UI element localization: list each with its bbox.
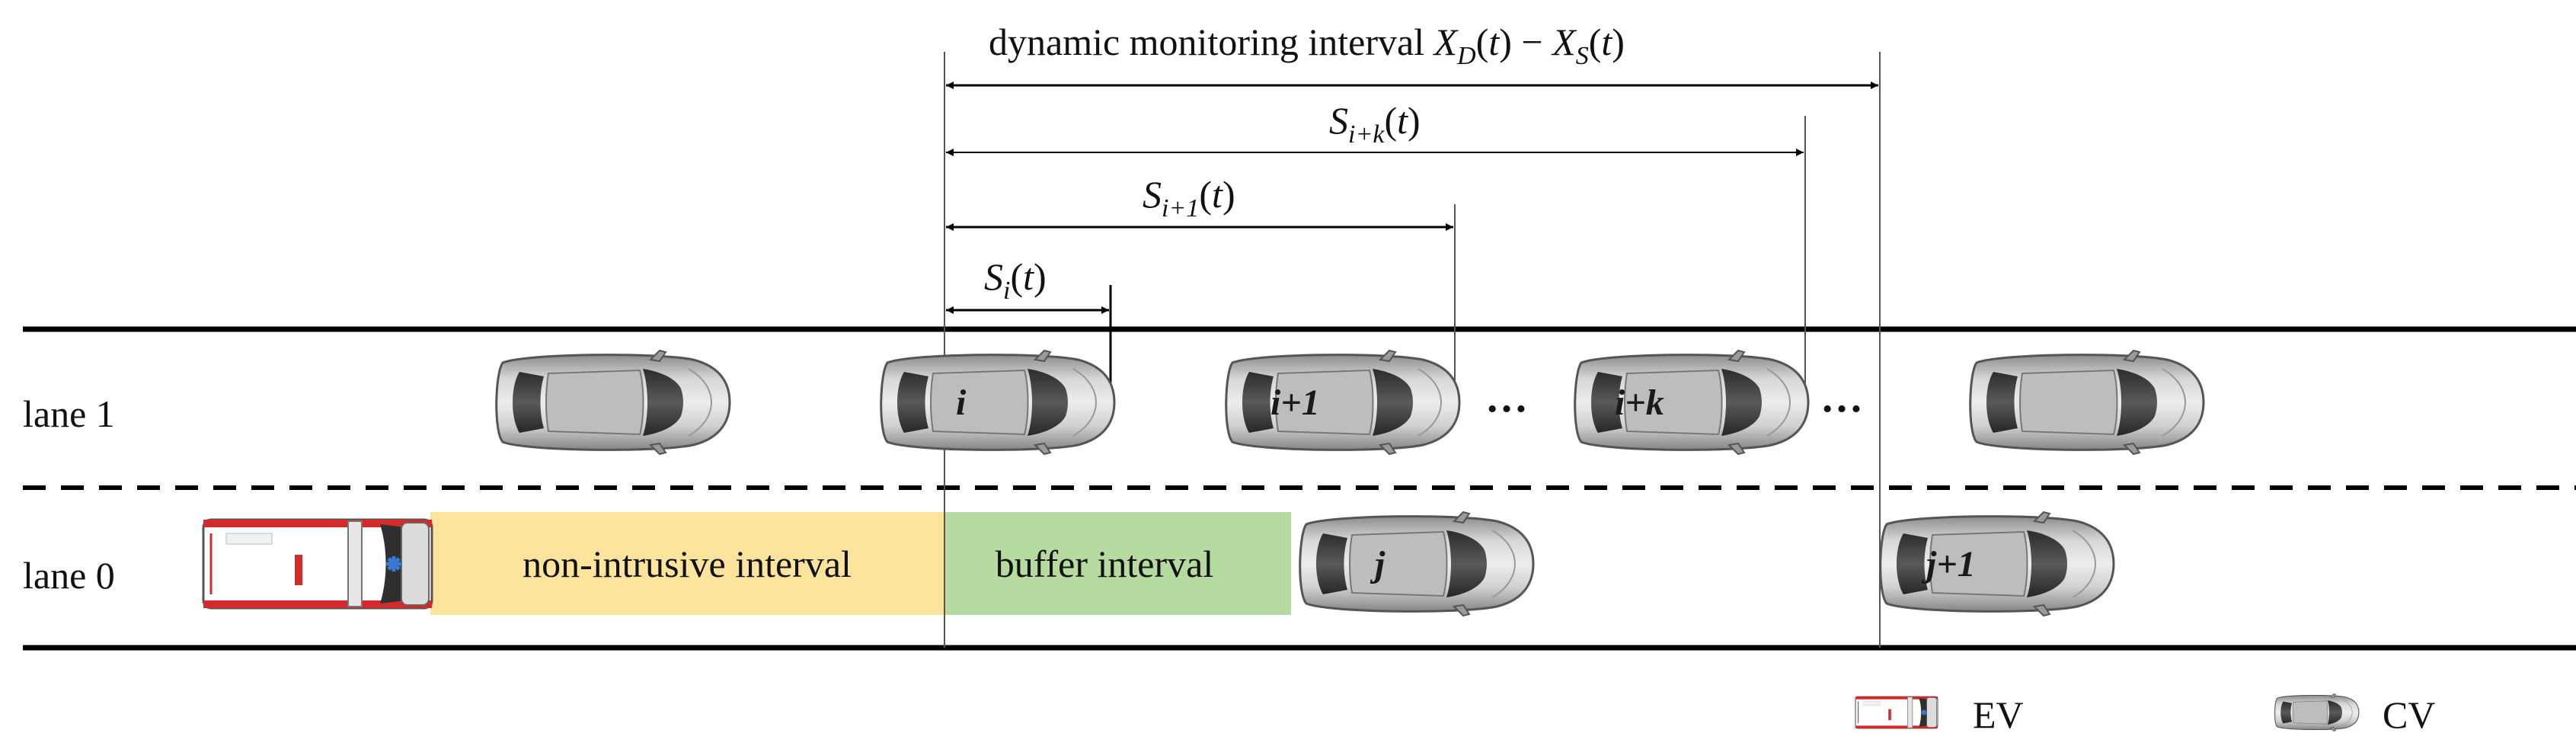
ev-ambulance (203, 520, 432, 608)
dynamic-interval-label: dynamic monitoring interval XD(t) − XS(t… (989, 21, 1625, 70)
legend-cv-label: CV (2383, 693, 2435, 736)
vehicle-label-j1: j+1 (1921, 544, 1976, 584)
car-legend-icon (2274, 693, 2360, 732)
legend: EV CV (1855, 693, 2435, 736)
vehicle-label-i: i (956, 383, 967, 423)
ambulance-legend-icon (1855, 696, 1938, 729)
ellipsis-lane1-b: … (1820, 374, 1863, 421)
cv-car-lane1-i: i (880, 349, 1116, 456)
buffer-interval-label: buffer interval (996, 543, 1213, 585)
cv-car-lane0-j: j (1299, 511, 1535, 617)
lane-0-label: lane 0 (23, 554, 115, 597)
non-intrusive-interval-label: non-intrusive interval (523, 543, 852, 585)
vehicle-label-ik: i+k (1615, 383, 1664, 423)
cv-car-lane1-i1: i+1 (1225, 349, 1461, 456)
s-i-label: Si(t) (984, 255, 1047, 305)
cv-car-lane0-j1: j+1 (1879, 511, 2115, 617)
cv-car-lane1-1 (495, 349, 731, 456)
cv-car-lane1-ik: i+k (1574, 349, 1810, 456)
non-intrusive-interval-area (430, 512, 944, 615)
buffer-interval-area (944, 512, 1291, 615)
s-ik-label: Si+k(t) (1329, 99, 1421, 149)
s-i1-label: Si+1(t) (1143, 173, 1235, 223)
ellipsis-lane1-a: … (1485, 374, 1528, 421)
cv-car-lane1-last (1969, 349, 2205, 456)
vehicle-label-i1: i+1 (1270, 383, 1320, 423)
legend-ev-label: EV (1973, 693, 2024, 736)
lane-1-label: lane 1 (23, 392, 115, 435)
